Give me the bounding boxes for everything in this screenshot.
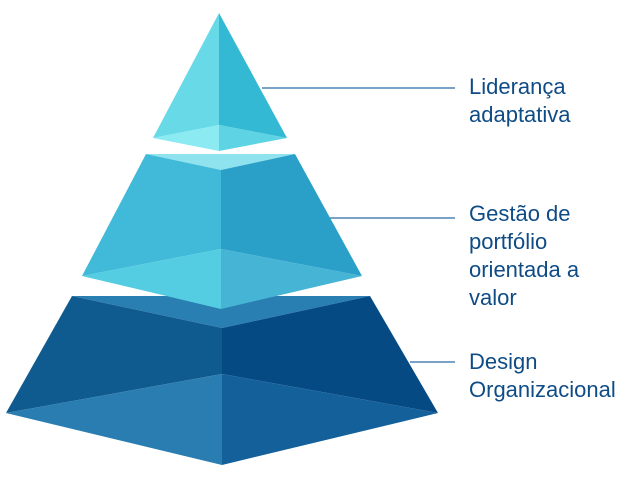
level-label-design: Design Organizacional [469,349,616,402]
level-label-portfolio: Gestão de portfólio orientada a valor [469,201,580,310]
level-label-leadership: Liderança adaptativa [469,74,571,127]
pyramid-tier-top [153,13,287,151]
pyramid-tier-middle [82,154,362,309]
pyramid-tier-bottom [6,296,438,465]
